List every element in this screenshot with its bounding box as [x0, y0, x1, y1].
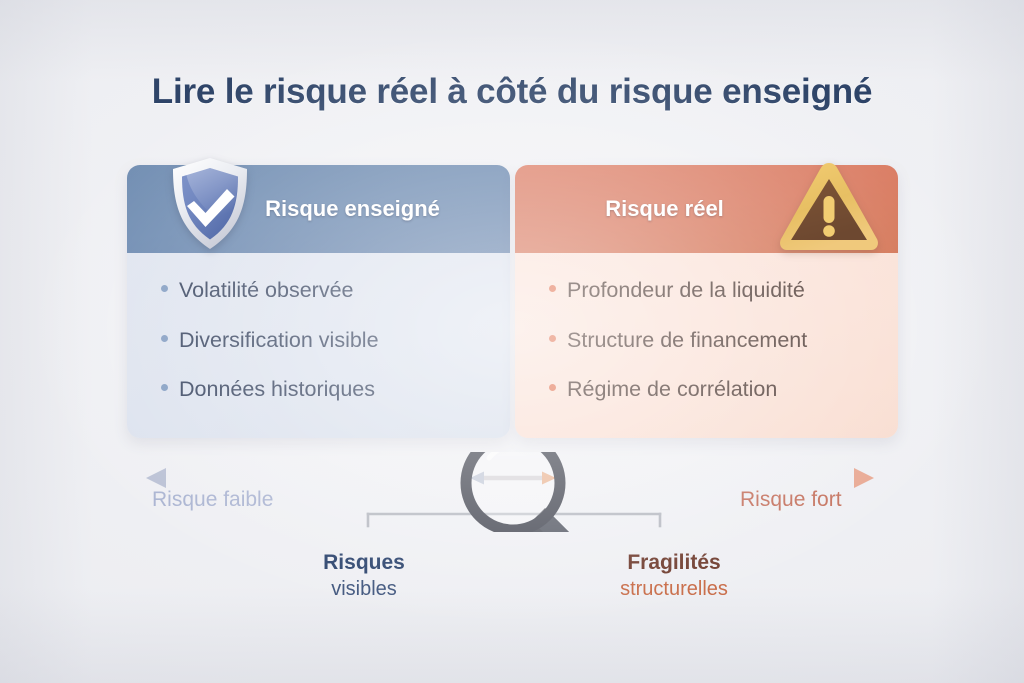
list-item-label: Volatilité observée [179, 278, 354, 302]
list-item: Diversification visible [161, 327, 510, 352]
list-item-label: Diversification visible [179, 327, 379, 352]
list-item-label: Structure de financement [567, 327, 808, 352]
list-item-label: Données historiques [179, 377, 376, 402]
list-item: Volatilité observée [161, 279, 510, 302]
caption-risques-visibles: Risques visibles [268, 550, 460, 602]
bullet-dot-icon [549, 285, 556, 292]
axis-label-high: Risque fort [740, 488, 842, 511]
shield-check-icon [173, 158, 247, 249]
list-item: Structure de financement [549, 327, 898, 352]
caption-right-line2: structurelles [620, 577, 728, 600]
card-right-body: Profondeur de la liquidité Structure de … [515, 253, 898, 438]
caption-right-line1: Fragilités [627, 551, 721, 574]
list-item-label: Régime de corrélation [567, 377, 778, 402]
page-title: Lire le risque réel à côté du risque ens… [151, 72, 873, 111]
card-risque-reel: Risque réel Profondeur de la liquidité S… [515, 163, 898, 438]
bullet-dot-icon [161, 285, 168, 292]
caption-fragilites-structurelles: Fragilités structurelles [576, 550, 772, 602]
axis-label-low: Risque faible [152, 488, 274, 511]
bullet-dot-icon [549, 384, 556, 392]
bullet-dot-icon [161, 334, 168, 342]
card-left-list: Volatilité observée Diversification visi… [127, 253, 510, 401]
list-item-label: Profondeur de la liquidité [567, 278, 805, 302]
card-right-list: Profondeur de la liquidité Structure de … [515, 253, 898, 401]
list-item: Profondeur de la liquidité [549, 279, 898, 302]
comparison-cards: Risque enseigné Volatilité observée Dive… [127, 158, 898, 438]
card-left-body: Volatilité observée Diversification visi… [127, 253, 510, 438]
caption-left-line1: Risques [323, 551, 405, 574]
warning-triangle-icon [780, 163, 878, 250]
card-risque-enseigne: Risque enseigné Volatilité observée Dive… [127, 158, 510, 438]
bullet-dot-icon [549, 334, 556, 342]
list-item: Régime de corrélation [549, 378, 898, 401]
card-right-title: Risque réel [605, 196, 724, 221]
bullet-dot-icon [161, 384, 168, 392]
card-left-title: Risque enseigné [265, 196, 440, 221]
magnifying-glass-icon [460, 452, 569, 532]
caption-left-line2: visibles [331, 577, 397, 600]
list-item: Données historiques [161, 378, 510, 401]
